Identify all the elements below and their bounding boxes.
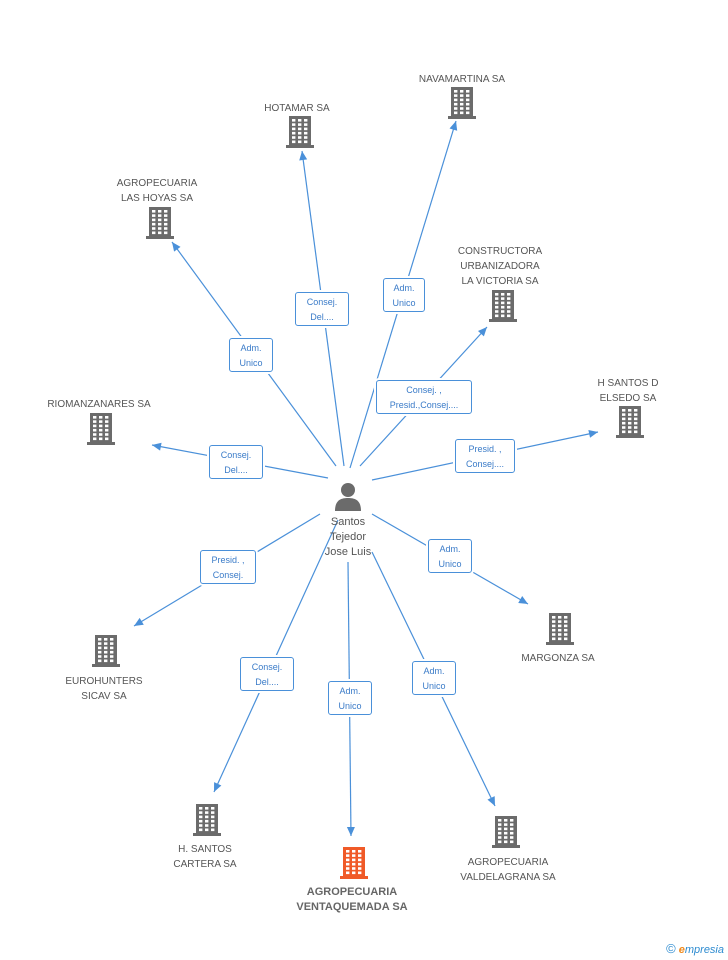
edge-label-hsantos-cartera[interactable]: Consej. Del.... <box>240 657 294 691</box>
company-label-hotamar[interactable]: HOTAMAR SA <box>264 103 330 114</box>
arrowhead-riomanzanares <box>152 442 162 451</box>
edge-label-margonza[interactable]: Adm. Unico <box>428 539 472 573</box>
arrowhead-constructora <box>477 327 487 337</box>
building-icon <box>92 635 120 667</box>
edge-label-ventaquemada[interactable]: Adm. Unico <box>328 681 372 715</box>
company-label-hsantos-cartera[interactable]: H. SANTOS CARTERA SA <box>173 844 237 870</box>
edge-label-agro-hoyas[interactable]: Adm. Unico <box>229 338 273 372</box>
arrowhead-agro-hoyas <box>172 242 181 252</box>
company-label-ventaquemada[interactable]: AGROPECUARIA VENTAQUEMADA SA <box>296 886 408 913</box>
company-label-valdelagrana[interactable]: AGROPECUARIA VALDELAGRANA SA <box>460 857 556 883</box>
building-icon <box>146 207 174 239</box>
company-label-eurohunters[interactable]: EUROHUNTERS SICAV SA <box>65 676 143 702</box>
copyright-icon: © <box>666 941 676 956</box>
building-icon <box>286 116 314 148</box>
company-label-riomanzanares[interactable]: RIOMANZANARES SA <box>47 399 151 410</box>
company-label-margonza[interactable]: MARGONZA SA <box>521 653 595 664</box>
edge-hsantos-cartera <box>213 519 339 793</box>
arrowhead-hsantos-cartera <box>214 782 222 792</box>
edge-label-valdelagrana[interactable]: Adm. Unico <box>412 661 456 695</box>
company-label-hsantosd[interactable]: H SANTOS D ELSEDO SA <box>597 378 659 404</box>
edge-label-constructora[interactable]: Consej. , Presid.,Consej.... <box>376 380 472 414</box>
building-icon <box>492 816 520 848</box>
arrowhead-valdelagrana <box>487 796 495 806</box>
arrowhead-eurohunters <box>134 617 144 626</box>
building-icon <box>489 290 517 322</box>
arrowhead-hotamar <box>299 151 308 161</box>
edge-label-navamartina[interactable]: Adm. Unico <box>383 278 425 312</box>
arrowhead-navamartina <box>449 121 458 131</box>
brand-initial: e <box>678 944 685 956</box>
brand-name: mpresia <box>684 944 724 956</box>
edge-label-hsantosd[interactable]: Presid. , Consej.... <box>455 439 515 473</box>
building-icon <box>546 613 574 645</box>
company-label-navamartina[interactable]: NAVAMARTINA SA <box>418 74 506 85</box>
company-label-agro-hoyas[interactable]: AGROPECUARIA LAS HOYAS SA <box>116 178 198 204</box>
edge-label-hotamar[interactable]: Consej. Del.... <box>295 292 349 326</box>
building-icon <box>340 847 368 879</box>
arrowhead-hsantosd <box>588 429 598 438</box>
edge-label-riomanzanares[interactable]: Consej. Del.... <box>209 445 263 479</box>
person-name[interactable]: Santos Tejedor Jose Luis <box>324 516 372 558</box>
building-icon <box>87 413 115 445</box>
building-icon <box>616 406 644 438</box>
building-icon <box>448 87 476 119</box>
arrowhead-margonza <box>518 596 528 604</box>
empresia-brand[interactable]: © empresia <box>666 941 724 956</box>
building-icon <box>193 804 221 836</box>
edge-label-eurohunters[interactable]: Presid. , Consej. <box>200 550 256 584</box>
arrowhead-ventaquemada <box>346 826 355 836</box>
company-label-constructora[interactable]: CONSTRUCTORA URBANIZADORA LA VICTORIA SA <box>457 246 543 287</box>
person-icon <box>335 483 361 511</box>
